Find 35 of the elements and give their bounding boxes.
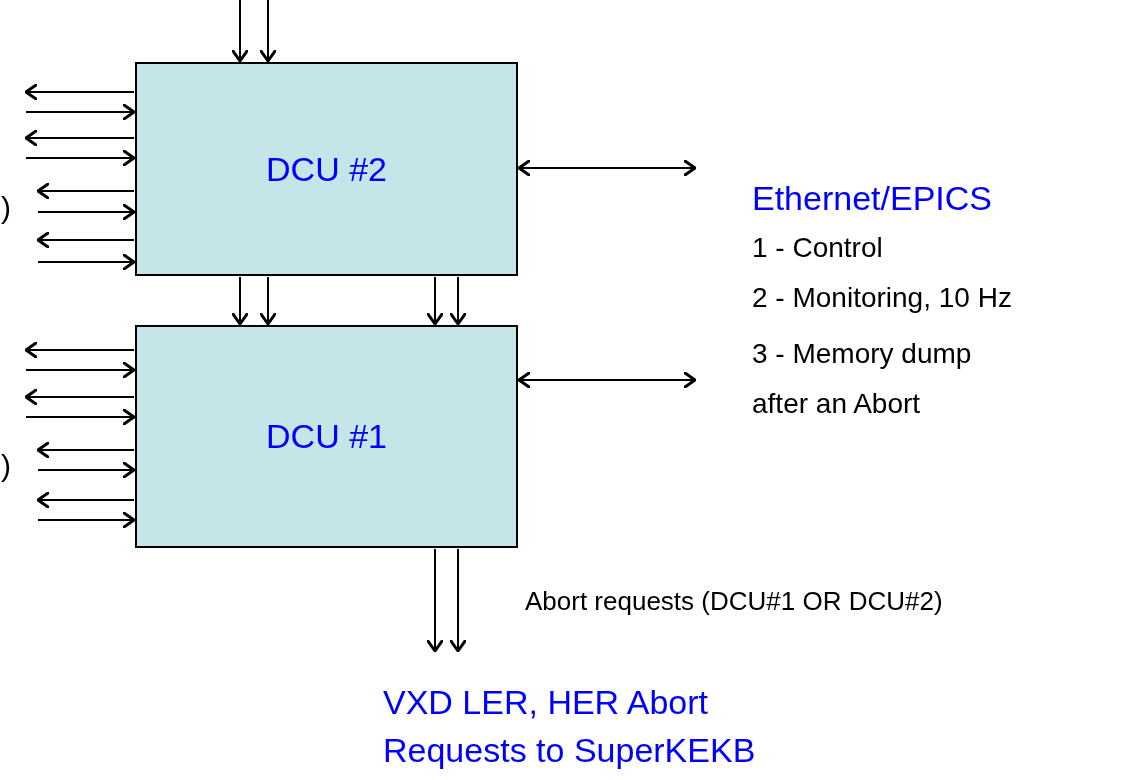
arrow: [24, 388, 135, 406]
arrow: [449, 276, 467, 326]
arrow: [37, 203, 136, 221]
arrow: [36, 182, 135, 200]
arrow: [25, 103, 136, 121]
arrow: [25, 361, 136, 379]
arrow: [24, 341, 135, 359]
arrow: [25, 408, 136, 426]
arrow: [231, 0, 249, 63]
arrow: [259, 0, 277, 63]
parenthesis-text: ): [1, 448, 11, 484]
list-item: 2 - Monitoring, 10 Hz: [752, 281, 1012, 315]
dcu-box: DCU #1: [135, 325, 518, 548]
list-item: 1 - Control: [752, 231, 883, 265]
arrow: [37, 253, 136, 271]
arrow: [25, 149, 136, 167]
arrow: [259, 276, 277, 326]
arrow: [426, 276, 444, 326]
arrow: [24, 129, 135, 147]
arrow: [24, 83, 135, 101]
arrow: [37, 511, 136, 529]
arrow: [517, 371, 697, 389]
arrow: [231, 276, 249, 326]
list-item: 3 - Memory dump after an Abort: [752, 337, 973, 421]
arrow: [36, 491, 135, 509]
arrow: [517, 159, 697, 177]
arrow: [37, 461, 136, 479]
heading-text: Ethernet/EPICS: [752, 178, 992, 218]
dcu-box: DCU #2: [135, 62, 518, 276]
arrow: [426, 548, 444, 653]
arrow: [36, 231, 135, 249]
parenthesis-text: ): [1, 190, 11, 226]
arrow: [36, 441, 135, 459]
arrow: [449, 548, 467, 653]
destination-text: VXD LER, HER Abort Requests to SuperKEKB: [383, 678, 853, 778]
